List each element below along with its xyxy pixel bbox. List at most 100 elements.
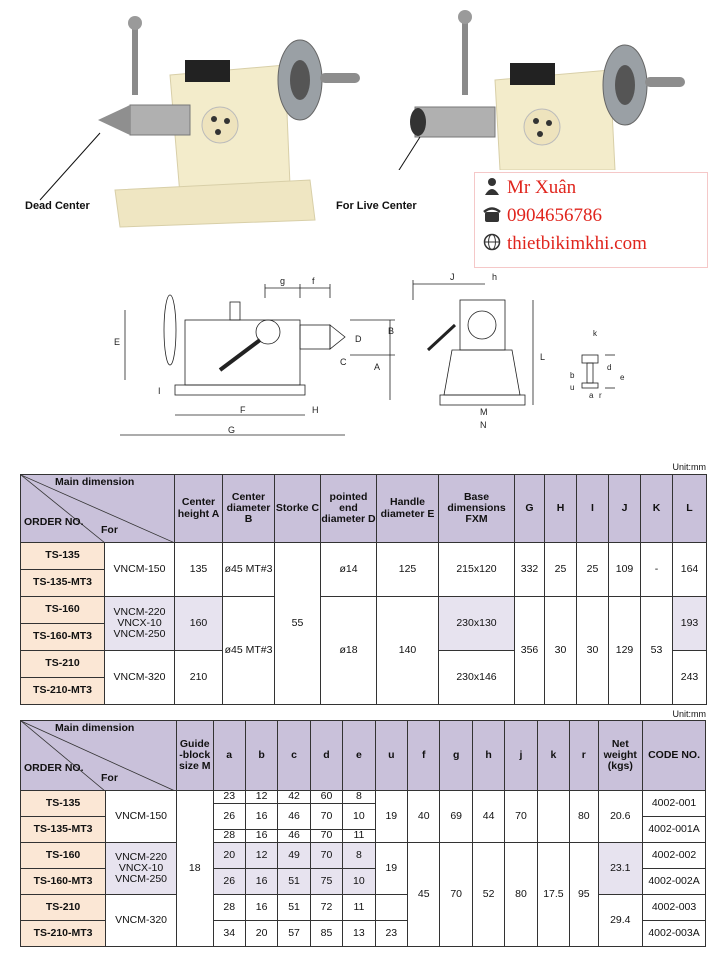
cell-h: 44 <box>471 790 506 843</box>
cell-h: 52 <box>471 842 506 947</box>
cell-c: 51 <box>277 868 311 895</box>
dim-label: f <box>312 276 315 286</box>
col-header: a <box>212 720 246 791</box>
cell-b: 16 <box>244 829 279 843</box>
order-cell: TS-135-MT3 <box>20 569 105 597</box>
cell-fxm: 230x130 <box>438 596 515 651</box>
for-cell: VNCM-150 <box>104 542 175 597</box>
dim-label: M <box>480 407 488 417</box>
col-header: L <box>672 474 707 543</box>
for-cell: VNCM-220 VNCX-10 VNCM-250 <box>104 596 175 651</box>
order-cell: TS-210-MT3 <box>20 677 105 705</box>
dim-label: e <box>620 373 625 382</box>
cell-weight: 23.1 <box>597 842 644 895</box>
for-cell: VNCM-220 VNCX-10 VNCM-250 <box>105 842 178 895</box>
table-corner: Main dimension ORDER NO. For <box>20 474 175 543</box>
cell-e: 11 <box>342 894 376 921</box>
cell-code: 4002-002 <box>642 842 706 869</box>
col-header: J <box>608 474 641 543</box>
order-cell: TS-135-MT3 <box>19 816 107 843</box>
phone-icon <box>483 205 501 223</box>
cell-code: 4002-002A <box>642 868 706 895</box>
live-center-photo <box>370 5 705 201</box>
cell-f: 45 <box>407 842 441 947</box>
dim-label: a <box>589 391 594 400</box>
cell-j: 80 <box>504 842 538 947</box>
dim-label: d <box>607 363 611 372</box>
globe-icon <box>483 233 501 251</box>
cell-b: 12 <box>244 790 279 804</box>
col-header: I <box>576 474 609 543</box>
corner-order: ORDER NO. <box>24 762 84 774</box>
cell-k: 53 <box>640 596 673 705</box>
cell-a: 20 <box>212 842 246 869</box>
for-cell: VNCM-320 <box>105 894 178 947</box>
cell-d: 72 <box>309 894 344 921</box>
table-corner: Main dimension ORDER NO. For <box>19 720 178 791</box>
cell-g: 70 <box>439 842 473 947</box>
side-view-labels: g f E B D C A I F H G <box>114 276 394 435</box>
cell-e: 11 <box>342 829 376 843</box>
cell-d: ø18 <box>320 596 377 705</box>
dim-label: k <box>593 329 598 338</box>
cell-a: 28 <box>212 829 246 843</box>
dim-label: h <box>492 272 497 282</box>
col-header: e <box>342 720 376 791</box>
col-header: K <box>640 474 673 543</box>
order-cell: TS-135 <box>20 542 105 570</box>
cell-c: 57 <box>277 920 311 947</box>
cell-d: 60 <box>309 790 344 804</box>
cell-k: - <box>640 542 673 597</box>
cell-c: 46 <box>277 829 311 843</box>
cell-h: 25 <box>544 542 577 597</box>
col-header: G <box>514 474 545 543</box>
cell-i: 30 <box>576 596 609 705</box>
cell-e: 13 <box>342 920 376 947</box>
col-header: c <box>277 720 311 791</box>
technical-drawing: g f E B D C A I F H G J h L M N k d b u <box>114 272 625 436</box>
cell-d: 70 <box>309 829 344 843</box>
contact-name: Mr Xuân <box>507 177 577 198</box>
cell-c: 42 <box>277 790 311 804</box>
order-cell: TS-160-MT3 <box>19 868 107 895</box>
corner-for: For <box>101 524 118 536</box>
cell-d: 75 <box>309 868 344 895</box>
cell-fxm: 230x146 <box>438 650 515 705</box>
cell-e: 125 <box>376 542 439 597</box>
order-cell: TS-160-MT3 <box>20 623 105 651</box>
col-header: r <box>569 720 599 791</box>
cell-e: 10 <box>342 868 376 895</box>
contact-box: Mr Xuân 0904656786 thietbikimkhi.com <box>474 172 708 268</box>
cell-code: 4002-001 <box>642 790 706 817</box>
cell-b: 16 <box>244 803 279 830</box>
cell-c: 46 <box>277 803 311 830</box>
col-header: Base dimensions FXM <box>438 474 515 543</box>
cell-r: 80 <box>569 790 599 843</box>
col-header: Center height A <box>174 474 223 543</box>
contact-phone[interactable]: 0904656786 <box>507 205 602 226</box>
order-cell: TS-160 <box>20 596 105 624</box>
cell-b: ø45 MT#3 <box>222 596 275 705</box>
cell-l: 164 <box>672 542 707 597</box>
dim-label: L <box>540 352 545 362</box>
col-header: Storke C <box>274 474 321 543</box>
guide-block-labels: k d b u a r e <box>570 329 625 400</box>
col-header: Guide -block size M <box>176 720 214 791</box>
contact-website[interactable]: thietbikimkhi.com <box>507 233 647 254</box>
order-cell: TS-160 <box>19 842 107 869</box>
cell-b: ø45 MT#3 <box>222 542 275 597</box>
col-header: H <box>544 474 577 543</box>
cell-u: 19 <box>374 790 409 843</box>
dimension-table-1: Main dimension ORDER NO. For Center heig… <box>20 474 707 705</box>
col-header: b <box>244 720 279 791</box>
cell-e: 10 <box>342 803 376 830</box>
cell-u: 23 <box>374 920 409 947</box>
front-view-labels: J h L M N <box>450 272 545 430</box>
cell-code: 4002-001A <box>642 816 706 843</box>
col-header: u <box>374 720 409 791</box>
cell-a: 34 <box>212 920 246 947</box>
cell-g: 356 <box>514 596 545 705</box>
cell-f: 40 <box>407 790 441 843</box>
cell-a: 26 <box>212 868 246 895</box>
cell-weight: 20.6 <box>597 790 644 843</box>
